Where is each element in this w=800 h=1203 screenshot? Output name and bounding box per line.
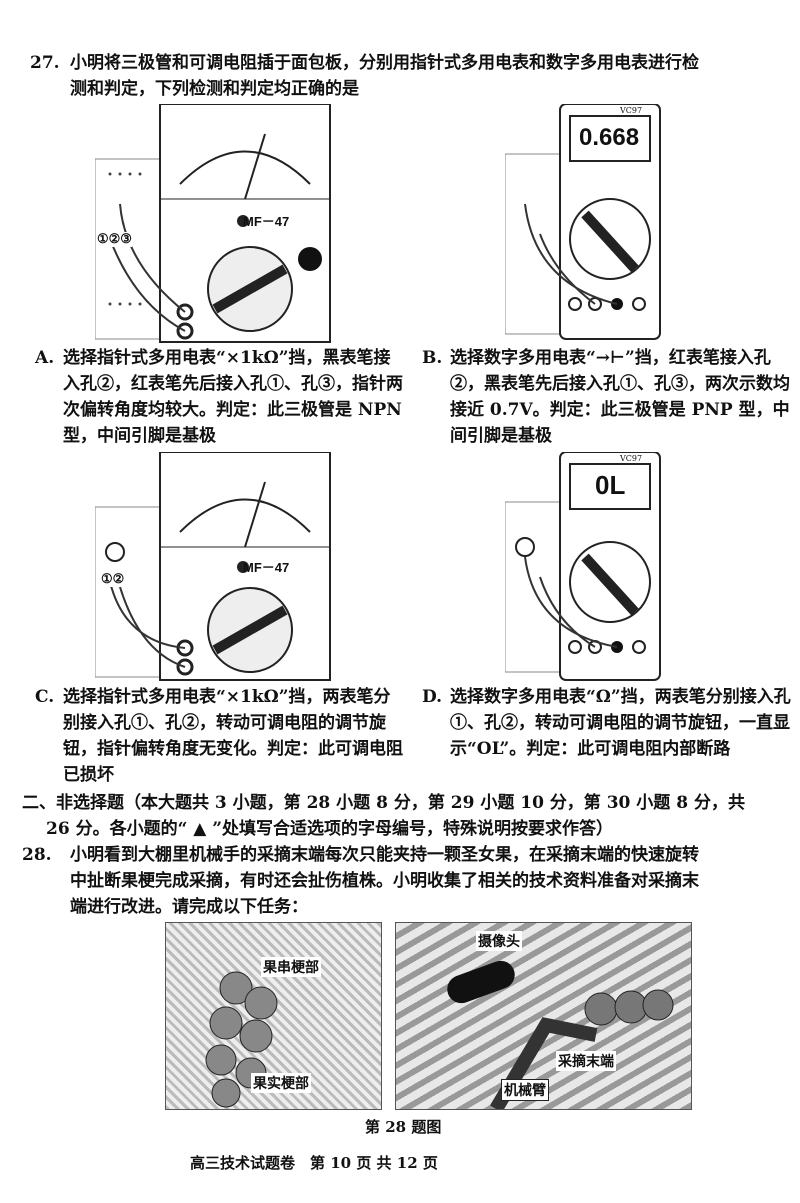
- analog-meter-figure-a: MF－47 ①②③: [94, 103, 335, 344]
- page-footer: 高三技术试题卷 第 10 页 共 12 页: [190, 1154, 438, 1172]
- figure-caption: 第 28 题图: [365, 1118, 442, 1136]
- label-camera: 摄像头: [476, 931, 522, 951]
- meter-model-label: MF－47: [243, 560, 290, 575]
- analog-meter-figure-c: MF－47 ①②: [94, 451, 335, 682]
- q27-line1: 小明将三极管和可调电阻插于面包板，分别用指针式多用电表和数字多用电表进行检: [70, 53, 699, 73]
- q28-number: 28.: [22, 845, 52, 865]
- option-d[interactable]: D.选择数字多用电表“Ω”挡，两表笔分别接入孔①、孔②，转动可调电阻的调节旋钮，…: [422, 687, 791, 759]
- section2-line1: 二、非选择题（本大题共 3 小题，第 28 小题 8 分，第 29 小题 10 …: [22, 793, 745, 813]
- q27-line2: 测和判定，下列检测和判定均正确的是: [70, 79, 359, 99]
- meter-brand: VC97: [620, 106, 643, 115]
- pin-labels: ①②③: [97, 232, 132, 247]
- label-fruit-stem: 果实梗部: [251, 1073, 311, 1093]
- label-arm: 机械臂: [501, 1079, 549, 1101]
- q28-line3: 端进行改进。请完成以下任务：: [70, 897, 308, 917]
- digital-meter-figure-b: 0.668 VC97: [504, 103, 665, 342]
- q27-number: 27.: [30, 53, 60, 73]
- option-b[interactable]: B.选择数字多用电表“→⊢”挡，红表笔接入孔②，黑表笔先后接入孔①、孔③，两次示…: [422, 348, 790, 446]
- q28-line2: 中扯断果梗完成采摘，有时还会扯伤植株。小明收集了相关的技术资料准备对采摘末: [70, 871, 699, 891]
- meter-brand: VC97: [620, 454, 643, 463]
- digital-display: 0L: [595, 470, 626, 500]
- label-end-effector: 采摘末端: [556, 1051, 616, 1071]
- label-cluster-stem: 果串梗部: [261, 957, 321, 977]
- q28-line1: 小明看到大棚里机械手的采摘末端每次只能夹持一颗圣女果，在采摘末端的快速旋转: [70, 845, 699, 865]
- option-a[interactable]: A.选择指针式多用电表“×1kΩ”挡，黑表笔接入孔②，红表笔先后接入孔①、孔③，…: [35, 348, 403, 446]
- digital-display: 0.668: [579, 124, 640, 151]
- meter-model-label: MF－47: [243, 214, 290, 229]
- section2-line2: 26 分。各小题的“ ▲ ”处填写合适选项的字母编号，特殊说明按要求作答）: [46, 819, 614, 839]
- pin-labels: ①②: [101, 572, 125, 587]
- photo-tomato-cluster: 果串梗部 果实梗部: [165, 922, 382, 1110]
- photo-robot-arm: 摄像头 采摘末端 机械臂: [395, 922, 692, 1110]
- option-c[interactable]: C.选择指针式多用电表“×1kΩ”挡，两表笔分别接入孔①、孔②，转动可调电阻的调…: [35, 687, 403, 785]
- digital-meter-figure-d: 0L VC97: [504, 451, 665, 682]
